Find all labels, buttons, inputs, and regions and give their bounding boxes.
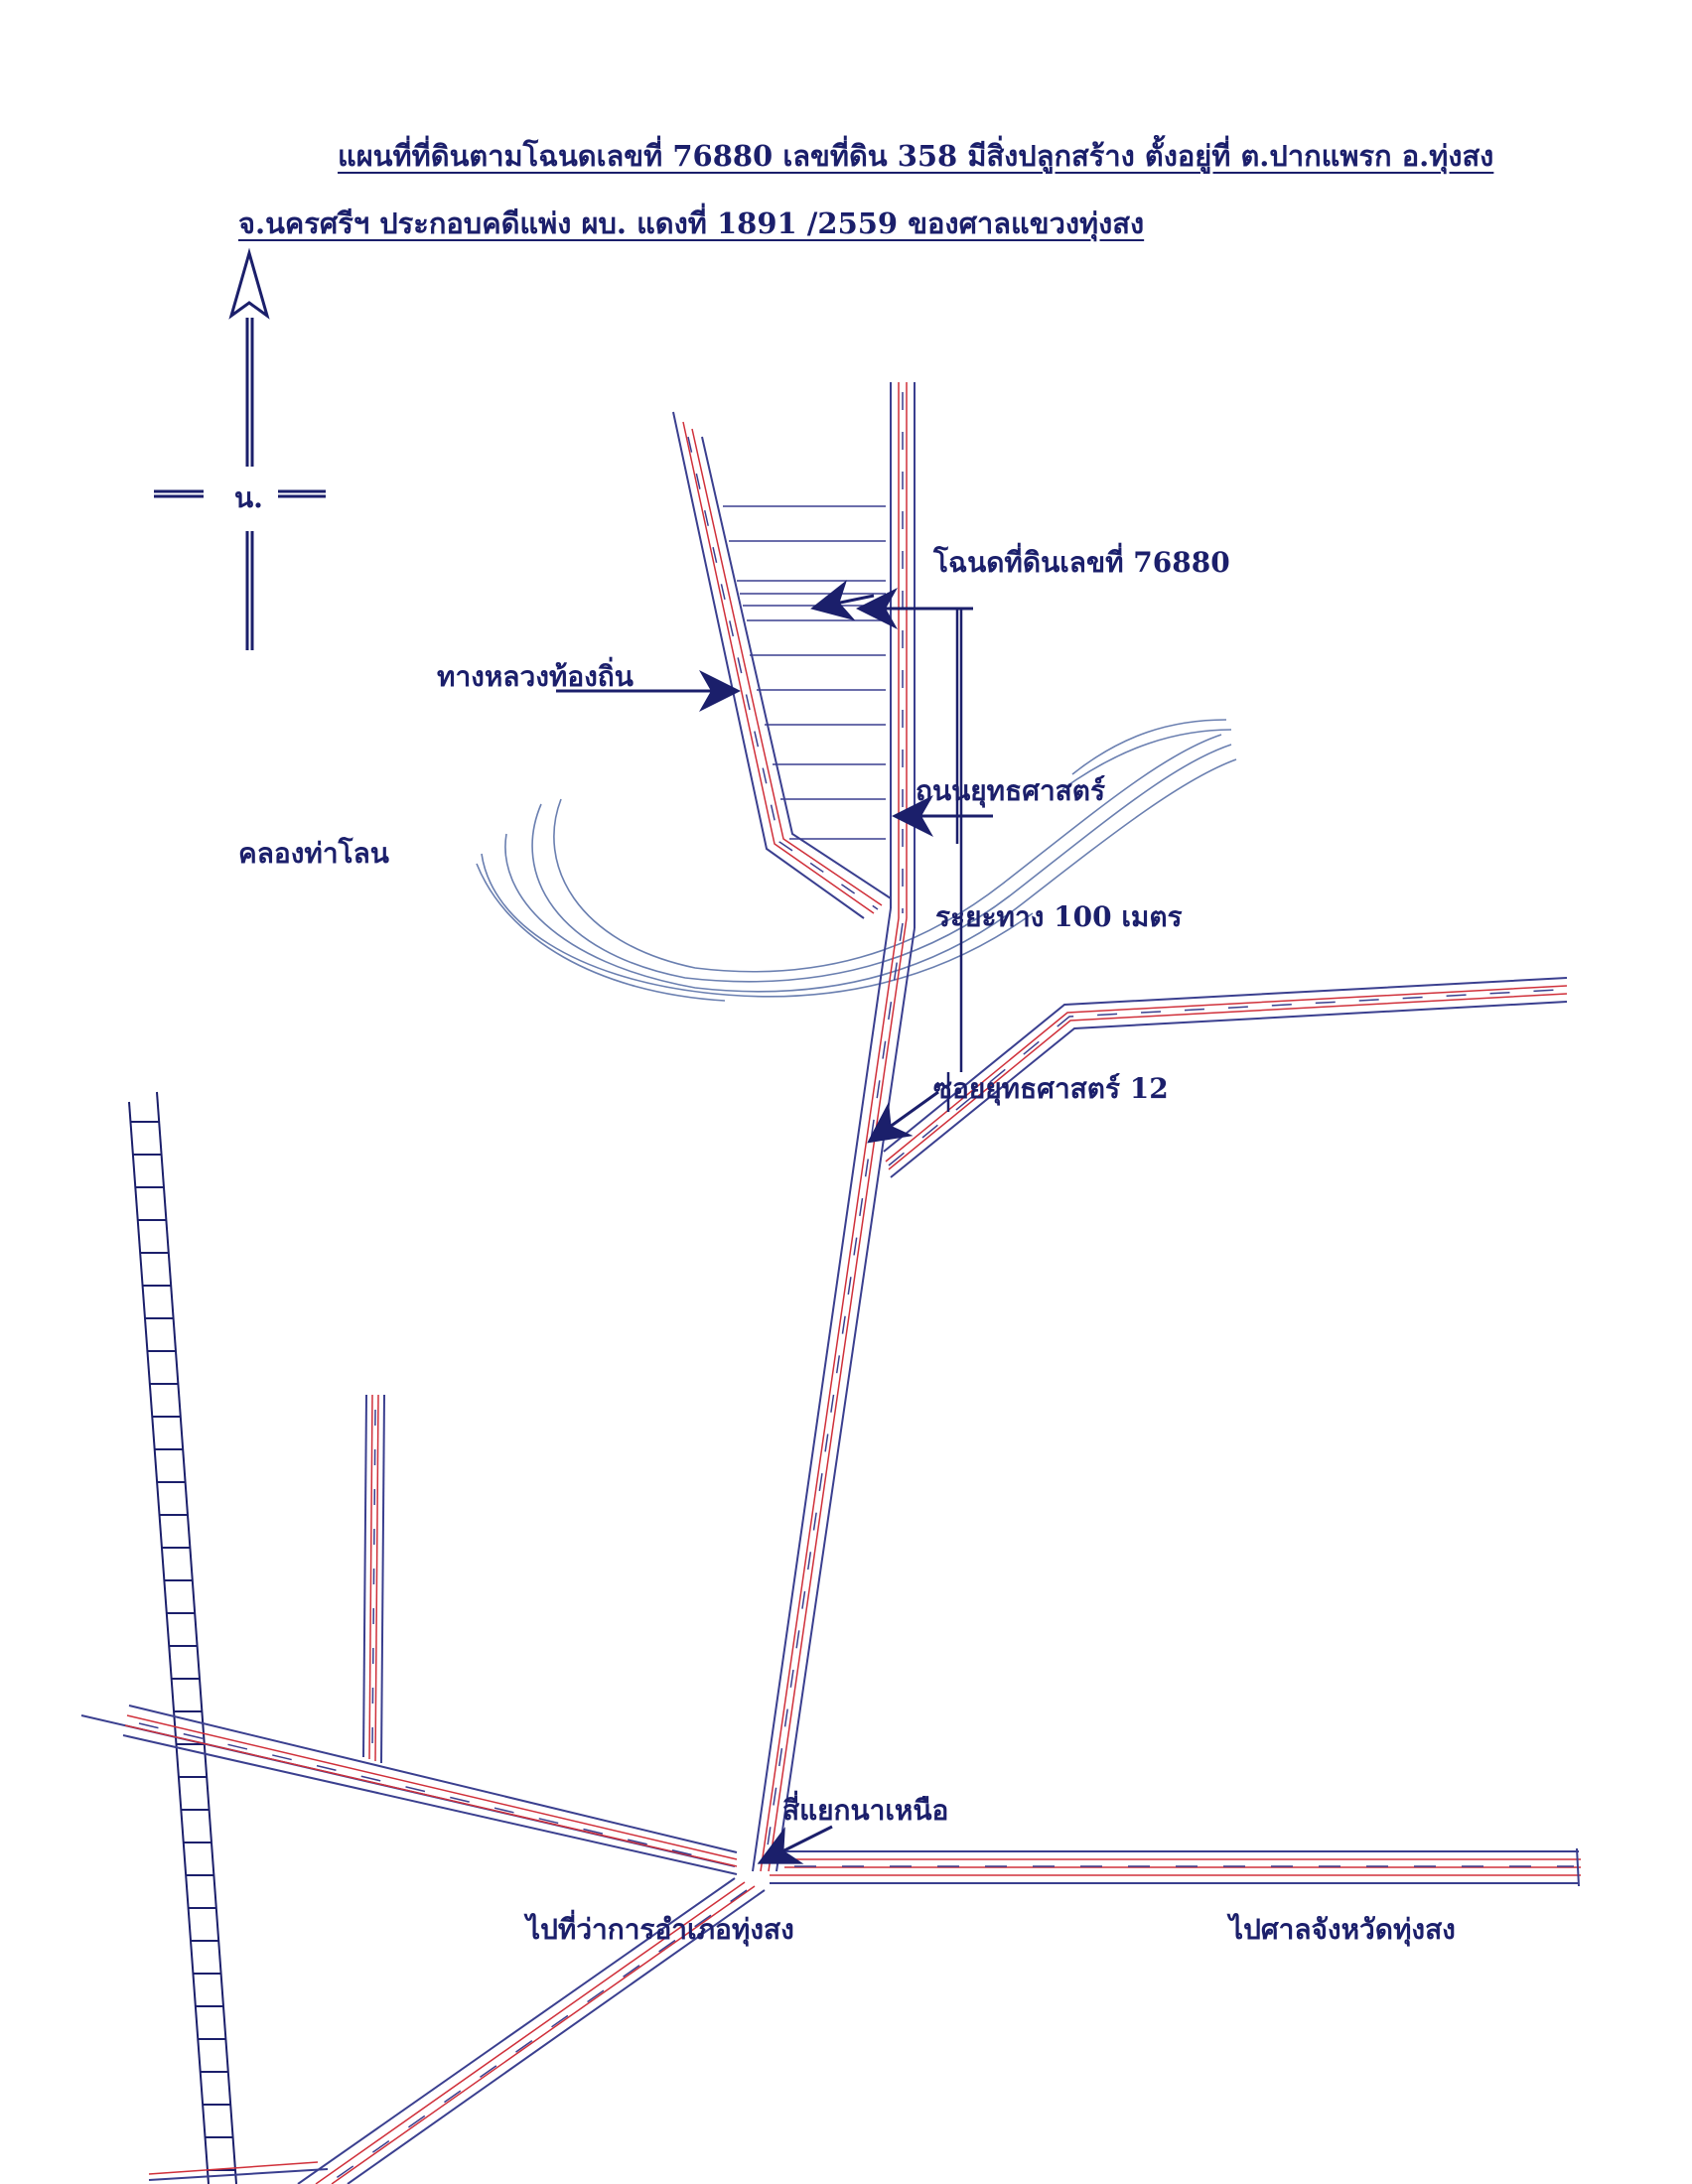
map-title-line-1: แผนที่ที่ดินตามโฉนดเลขที่ 76880 เลขที่ดิ… <box>338 139 1494 173</box>
north-compass <box>154 247 326 650</box>
label-to-provincial-court: ไปศาลจังหวัดทุ่งสง <box>1229 1913 1456 1946</box>
road-yutthasat <box>752 382 916 1872</box>
label-junction: สี่แยกนาเหนือ <box>782 1794 949 1827</box>
label-yutthasat-road: ถนนยุทธศาสตร์ <box>916 774 1105 807</box>
label-local-highway: ทางหลวงท้องถิ่น <box>437 660 634 693</box>
label-distance: ระยะทาง 100 เมตร <box>935 900 1183 933</box>
road-left-vertical <box>362 1394 385 1764</box>
canal <box>476 719 1237 1002</box>
road-west <box>80 1705 738 1875</box>
label-to-district-office: ไปที่ว่าการอำเภอทุ่งสง <box>526 1913 794 1946</box>
road-southwest <box>148 1877 766 2184</box>
label-canal: คลองท่าโลน <box>238 837 389 870</box>
land-plot-76880 <box>723 505 886 840</box>
road-east <box>770 1847 1581 1887</box>
annotation-arrows <box>556 580 993 1864</box>
compass-north-label: น. <box>234 481 263 514</box>
label-soi-yutthasat-12: ซอยยุทธศาสตร์ 12 <box>933 1072 1169 1105</box>
road-local-highway <box>672 411 892 919</box>
road-soi-yutthasat-12 <box>883 977 1568 1178</box>
label-deed-76880: โฉนดที่ดินเลขที่ 76880 <box>933 546 1230 579</box>
map-title-line-2: จ.นครศรีฯ ประกอบคดีแพ่ง ผบ. แดงที่ 1891 … <box>238 206 1145 240</box>
distance-bracket <box>946 608 963 1112</box>
north-arrow-icon <box>228 247 270 320</box>
railway <box>128 1091 237 2184</box>
